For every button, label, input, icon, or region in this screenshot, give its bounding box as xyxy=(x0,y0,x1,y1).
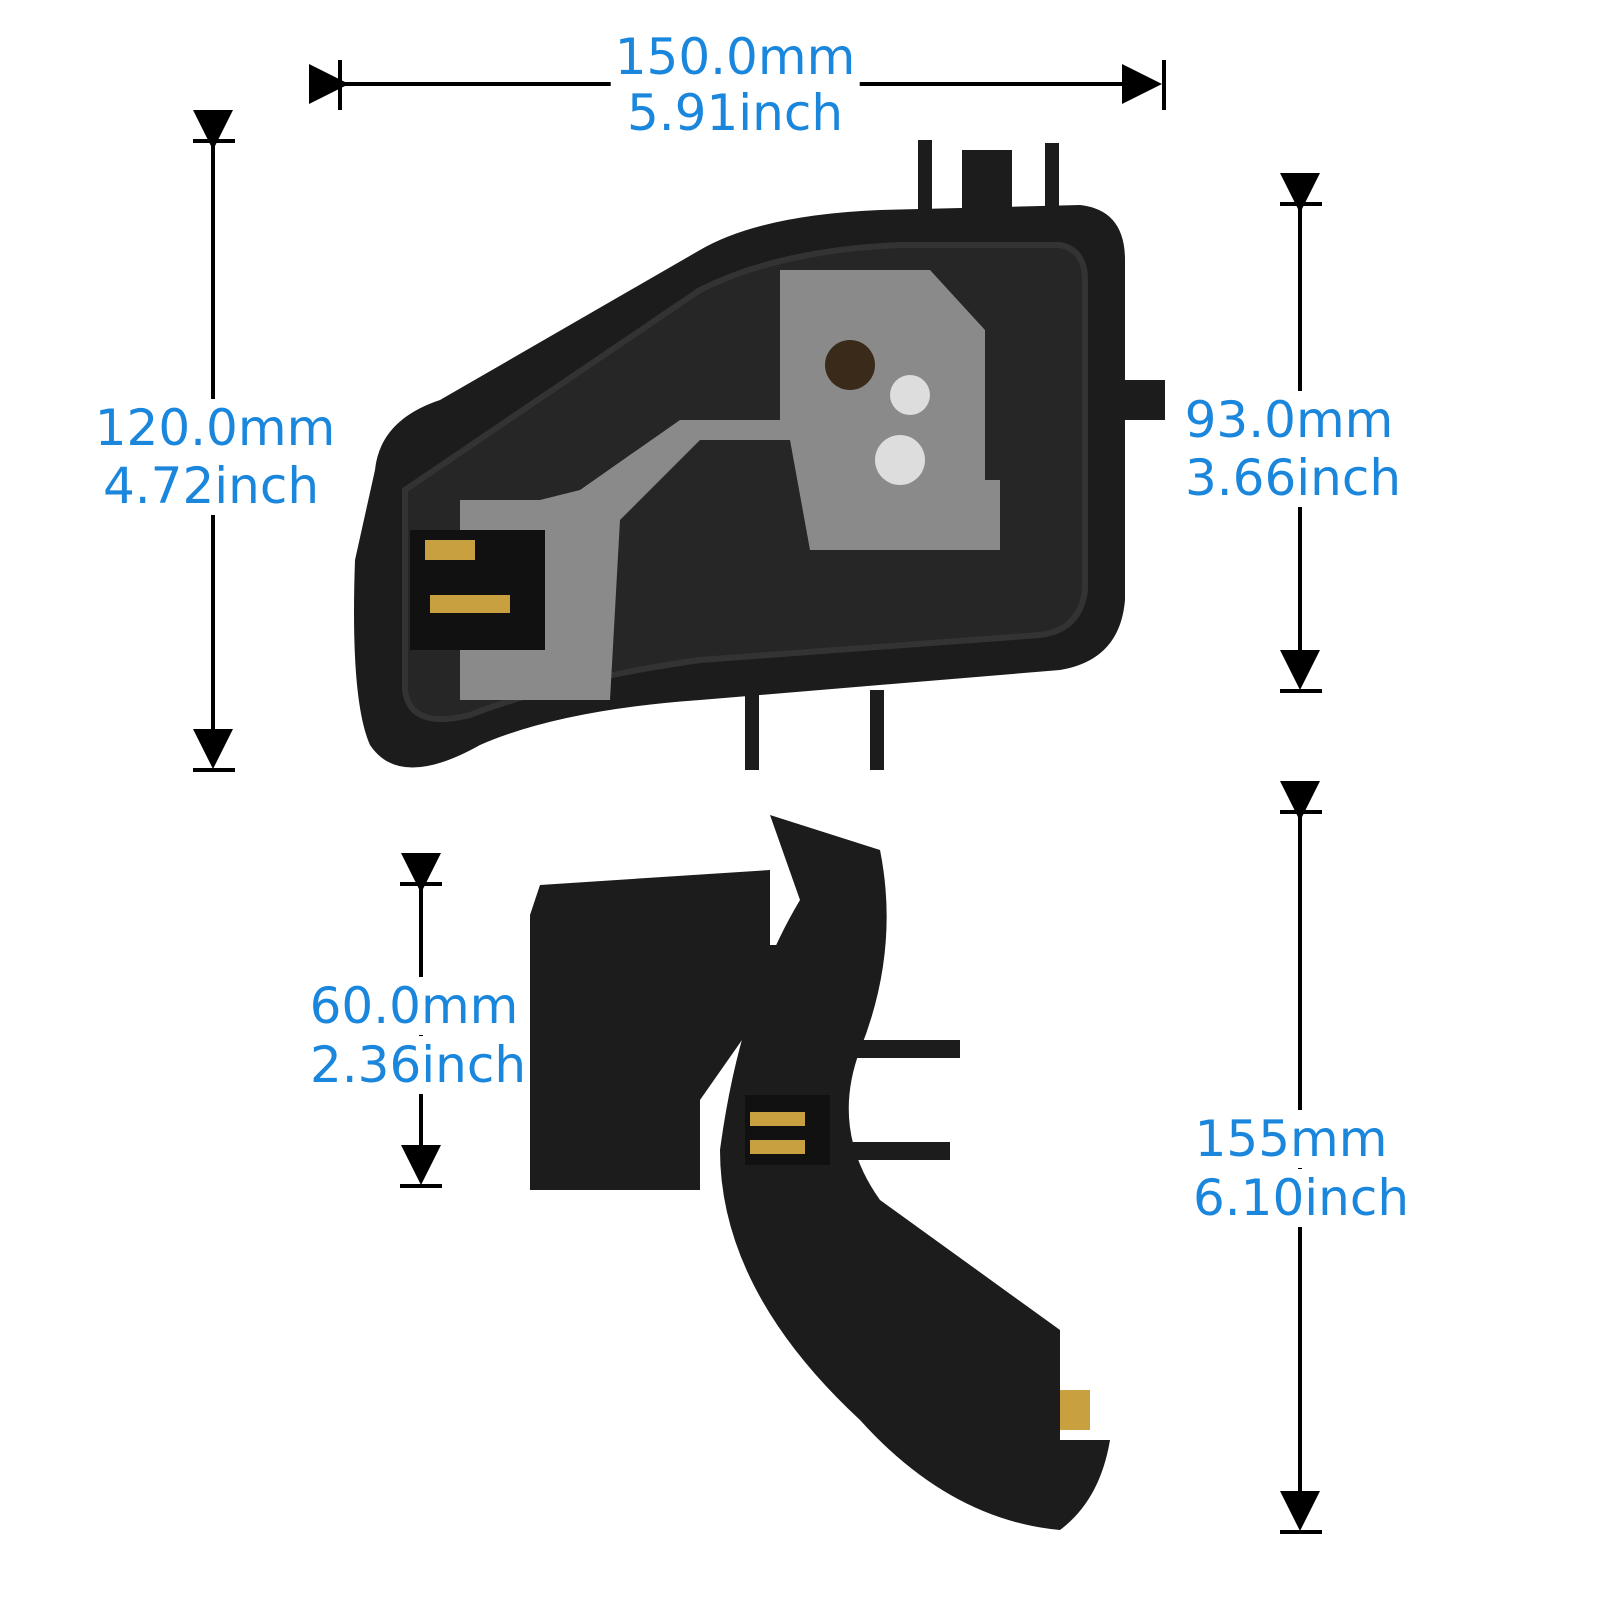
height-inch-label: 4.72inch xyxy=(98,457,324,515)
height-mm-label: 120.0mm xyxy=(90,399,340,457)
inner-height-mm-label: 93.0mm xyxy=(1180,391,1398,449)
depth-mm-label: 60.0mm xyxy=(305,977,523,1035)
side-height-mm-label: 155mm xyxy=(1190,1110,1392,1168)
width-mm-label: 150.0mm xyxy=(610,28,860,86)
bulb-holder-front-view xyxy=(354,140,1165,770)
inner-height-inch-label: 3.66inch xyxy=(1180,449,1406,507)
bulb-holder-side-view xyxy=(530,815,1110,1530)
width-inch-label: 5.91inch xyxy=(622,84,848,142)
depth-inch-label: 2.36inch xyxy=(305,1036,531,1094)
side-height-inch-label: 6.10inch xyxy=(1188,1169,1414,1227)
